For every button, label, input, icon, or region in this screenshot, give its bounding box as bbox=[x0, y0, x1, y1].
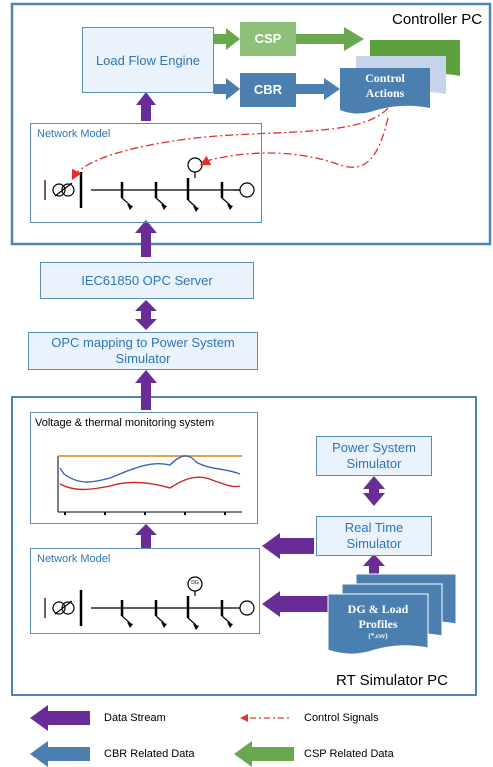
simulator-load-arrows bbox=[127, 622, 233, 630]
power-system-simulator-box: Power System Simulator bbox=[316, 436, 432, 476]
rt-simulator-frame bbox=[11, 396, 477, 696]
control-signal-2 bbox=[199, 117, 389, 168]
legend-control-signal-line bbox=[240, 714, 290, 722]
data-stream-arrow-rts-to-netmodel bbox=[262, 533, 314, 559]
real-time-simulator-label: Real Time Simulator bbox=[344, 520, 404, 551]
legend-csp-text: CSP Related Data bbox=[304, 748, 394, 760]
csp-arrow-to-actions bbox=[296, 27, 364, 51]
load-flow-engine-label: Load Flow Engine bbox=[95, 52, 201, 68]
data-stream-double-arrow bbox=[135, 300, 157, 330]
data-stream-arrow-profiles-to-netmodel bbox=[262, 591, 330, 617]
control-actions-label: Control Actions bbox=[340, 71, 430, 101]
real-time-simulator-box: Real Time Simulator bbox=[316, 516, 432, 556]
opc-mapping-box: OPC mapping to Power System Simulator bbox=[28, 332, 258, 370]
opc-server-box: IEC61850 OPC Server bbox=[40, 262, 254, 299]
controller-pc-frame bbox=[10, 2, 492, 246]
profiles-label: DG & Load Profiles (*.csv) bbox=[328, 602, 428, 641]
data-stream-arrow-netmodel-to-lfe bbox=[136, 92, 156, 121]
rt-simulator-title: RT Simulator PC bbox=[336, 672, 448, 689]
monitoring-system-box: Voltage & thermal monitoring system bbox=[30, 412, 258, 524]
cbr-arrow-to-actions bbox=[296, 78, 340, 100]
opc-mapping-label: OPC mapping to Power System Simulator bbox=[51, 335, 235, 366]
profiles-line3: (*.csv) bbox=[368, 632, 388, 640]
controller-network-diagram bbox=[44, 157, 255, 208]
simulator-network-diagram bbox=[44, 576, 255, 626]
controller-pc-title: Controller PC bbox=[392, 11, 483, 28]
data-stream-arrow-opc-to-controller bbox=[135, 220, 157, 257]
monitoring-system-title: Voltage & thermal monitoring system bbox=[35, 417, 215, 429]
legend-cbr-text: CBR Related Data bbox=[104, 748, 195, 760]
simulator-network-model-box: Network Model bbox=[30, 548, 260, 634]
control-actions-doc bbox=[340, 68, 430, 114]
control-signal-1 bbox=[71, 107, 389, 181]
cbr-label: CBR bbox=[253, 82, 283, 97]
dg-label-simulator: DG bbox=[191, 580, 199, 586]
load-flow-engine-box: Load Flow Engine bbox=[82, 27, 214, 93]
controller-load-arrows bbox=[127, 204, 233, 212]
data-stream-arrow-profiles-to-rts bbox=[363, 554, 385, 574]
legend-data-stream-text: Data Stream bbox=[104, 712, 166, 724]
opc-server-label: IEC61850 OPC Server bbox=[81, 273, 213, 288]
profiles-doc-front bbox=[327, 593, 429, 655]
control-actions-line2: Actions bbox=[365, 86, 405, 100]
controller-network-model-label: Network Model bbox=[37, 128, 111, 140]
cbr-box bbox=[240, 73, 296, 107]
power-system-simulator-label: Power System Simulator bbox=[332, 440, 416, 471]
legend-control-signals-text: Control Signals bbox=[304, 712, 379, 724]
profiles-line2: Profiles bbox=[358, 617, 398, 631]
profiles-line1: DG & Load bbox=[347, 602, 409, 616]
legend-data-stream-arrow bbox=[30, 705, 90, 731]
legend-csp-arrow bbox=[234, 741, 294, 767]
legend-cbr-arrow bbox=[30, 741, 90, 767]
csp-arrow-lfe-to-csp bbox=[214, 28, 240, 50]
csp-box bbox=[240, 22, 296, 56]
controller-network-model-box: Network Model bbox=[30, 123, 262, 223]
data-stream-arrow-monitor-to-mapping bbox=[135, 370, 157, 410]
control-actions-line1: Control bbox=[365, 71, 405, 85]
data-stream-arrow-netmodel-to-monitor bbox=[135, 524, 157, 548]
cbr-arrow-lfe-to-cbr bbox=[214, 78, 240, 100]
csp-label: CSP bbox=[254, 31, 282, 46]
monitoring-chart-plot bbox=[57, 455, 242, 515]
simulator-network-model-label: Network Model bbox=[37, 553, 111, 565]
data-stream-double-arrow-sim bbox=[363, 476, 385, 506]
